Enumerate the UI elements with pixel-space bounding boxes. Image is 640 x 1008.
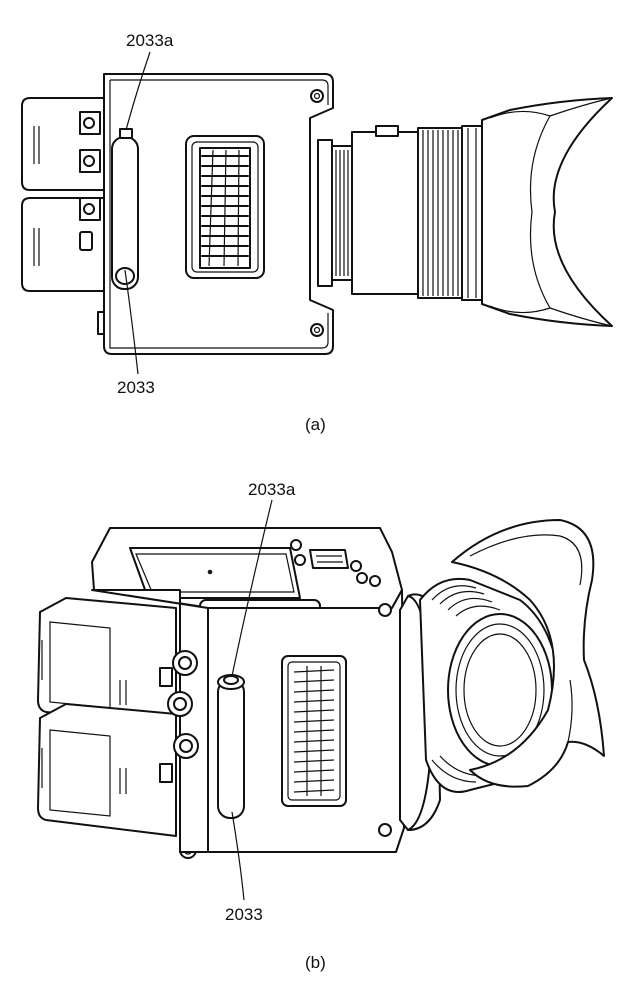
figure-a-leader-2033a — [125, 51, 151, 131]
figure-a-label-2033a: 2033a — [126, 31, 174, 50]
figure-a-vent-grille — [185, 135, 265, 279]
figure-b-vent-grille — [281, 655, 347, 807]
figure-b-label-2033a: 2033a — [248, 480, 296, 499]
figure-b-leader-2033a — [231, 499, 273, 677]
figure-a-handle-2033 — [111, 128, 139, 290]
figure-a-vent-slats — [201, 149, 249, 267]
figure-a-lens-hood — [481, 97, 613, 327]
figure-a-label-2033: 2033 — [117, 378, 155, 397]
figure-a-camera-top-view — [21, 51, 613, 375]
figure-a-focus-ring-knurl — [422, 130, 459, 296]
figure-a-leader-2033 — [124, 269, 139, 375]
figure-a-caption: (a) — [305, 415, 326, 434]
figure-a-lens — [317, 125, 483, 301]
figure-b-connectors — [167, 650, 199, 759]
figure-b-lens — [399, 578, 563, 831]
figure-b-caption: (b) — [305, 953, 326, 972]
figure-b-battery-packs — [37, 597, 177, 837]
figure-b-label-2033: 2033 — [225, 905, 263, 924]
figure-b-top-buttons — [309, 549, 349, 569]
figure-b-camera-perspective — [37, 499, 605, 901]
figure-b-leader-2033 — [231, 811, 245, 901]
figure-b-handle-2033 — [217, 674, 245, 819]
figure-b-lens-hood — [451, 519, 605, 788]
figure-a-battery-packs — [21, 97, 105, 292]
